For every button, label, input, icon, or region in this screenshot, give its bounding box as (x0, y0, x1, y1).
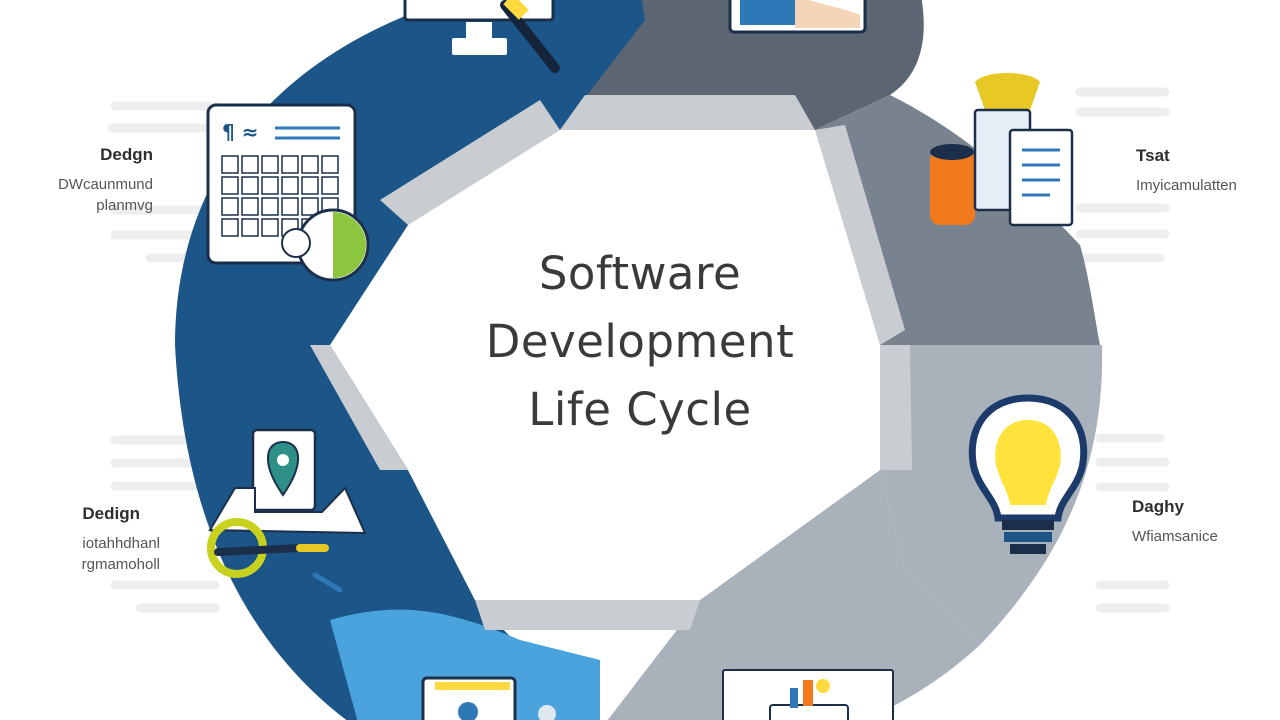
stage-subtitle-line-1: Imyicamulatten (1136, 177, 1237, 194)
calendar-cell (221, 155, 239, 174)
title-line-1: Software (538, 247, 742, 300)
map-pin-tools-icon (207, 428, 367, 593)
calendar-cell (301, 197, 319, 216)
calendar-cell (261, 176, 279, 195)
stage-title: Dedgn (100, 145, 153, 164)
stage-subtitle-line-1: DWcaunmund (57, 176, 153, 193)
inner-fold (310, 345, 408, 470)
monitor-tool-icon (403, 0, 560, 73)
stage-label-top-left: Dedgn DWcaunmund planmvg (20, 145, 153, 216)
calendar-cell (281, 197, 299, 216)
calendar-cell (241, 155, 259, 174)
calendar-cell (281, 155, 299, 174)
calendar-cell (221, 218, 239, 237)
center-title: Software Development Life Cycle (440, 240, 840, 444)
inner-fold (880, 345, 912, 470)
stage-subtitle-line-2: planmvg (96, 197, 153, 214)
calendar-cell (301, 155, 319, 174)
stage-label-top-right: Tsat Imyicamulatten (1136, 146, 1266, 196)
calendar-cell (221, 197, 239, 216)
hand-card-icon (728, 0, 867, 34)
stage-title: Daghy (1132, 497, 1184, 516)
inner-fold (815, 125, 905, 345)
title-line-3: Life Cycle (528, 383, 752, 436)
cycle-segment-bottom-right (607, 470, 980, 720)
inner-fold (560, 95, 815, 130)
calendar-cell (281, 176, 299, 195)
calendar-cell (321, 176, 339, 195)
inner-fold (380, 100, 560, 225)
calendar-grid-icon: ¶ ≈ (206, 103, 370, 282)
stage-subtitle-line-2: rgmamoholl (81, 556, 160, 573)
stage-title: Dedign (82, 504, 140, 523)
calendar-cell (241, 218, 259, 237)
lightbulb-icon (968, 394, 1088, 554)
decorative-lines (107, 87, 1170, 613)
calendar-cell (301, 176, 319, 195)
calendar-cell (261, 155, 279, 174)
database-documents-icon (930, 73, 1074, 227)
calendar-cell (241, 197, 259, 216)
stage-label-bottom-left: Dedign iotahhdhanl rgmamoholl (20, 504, 160, 575)
svg-text:¶ ≈: ¶ ≈ (222, 120, 258, 144)
inner-fold (475, 600, 700, 630)
browser-window-icon (421, 676, 556, 720)
center-octagon (408, 130, 880, 600)
stage-title: Tsat (1136, 146, 1170, 165)
tools-box-icon (722, 669, 894, 720)
calendar-cell (261, 218, 279, 237)
calendar-cell (261, 197, 279, 216)
cycle-segment-bottom-light (330, 609, 600, 720)
calendar-cell (241, 176, 259, 195)
calendar-cell (221, 176, 239, 195)
stage-subtitle-line-1: iotahhdhanl (82, 535, 160, 552)
calendar-cell (321, 155, 339, 174)
stage-subtitle-line-1: Wfiamsanice (1132, 528, 1218, 545)
stage-label-bottom-right: Daghy Wfiamsanice (1132, 497, 1272, 547)
title-line-2: Development (485, 315, 795, 368)
